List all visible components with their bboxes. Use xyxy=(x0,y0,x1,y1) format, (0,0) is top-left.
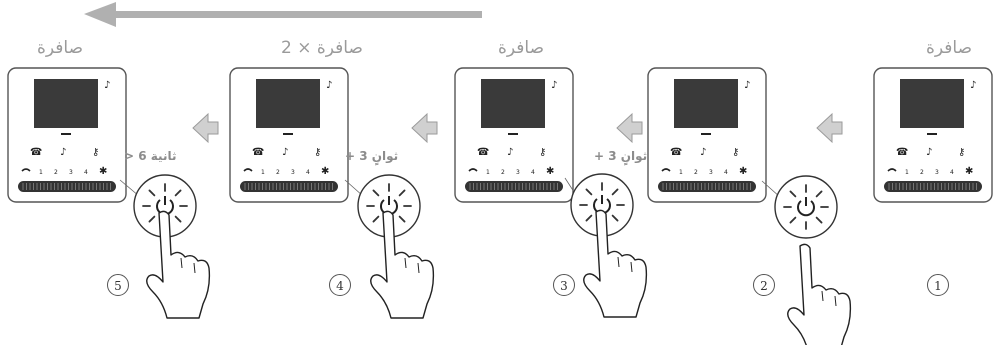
mute-bell-icon: ♪ xyxy=(744,80,750,91)
speaker-grille xyxy=(465,181,563,192)
speaker-grille xyxy=(884,181,982,192)
speaker-grille xyxy=(18,181,116,192)
keypad-row: 1 2 3 4 ✱ xyxy=(887,166,973,177)
intercom-device-step-1: ♪ ☎ ♪ ⚷ 1 2 3 4 ✱ xyxy=(873,67,993,203)
intercom-device-step-2: ♪ ☎ ♪ ⚷ 1 2 3 4 ✱ xyxy=(647,67,767,203)
step-3-title: صافرة xyxy=(498,38,545,58)
handset-icon: ☎ xyxy=(477,147,489,158)
keypad-key-1: 1 xyxy=(486,169,490,176)
handset-icon: ☎ xyxy=(896,147,908,158)
keypad-row: 1 2 3 4 ✱ xyxy=(661,166,747,177)
key-icon: ⚷ xyxy=(732,147,739,158)
mute-bell-icon: ♪ xyxy=(551,80,557,91)
keypad-key-1: 1 xyxy=(905,169,909,176)
keypad-row: 1 2 3 4 ✱ xyxy=(468,166,554,177)
step-2-number: 2 xyxy=(753,274,775,296)
asterisk-icon: ✱ xyxy=(965,166,973,177)
step-4-delay: + 3 ثوانٍ xyxy=(345,149,399,163)
keypad-row: 1 2 3 4 ✱ xyxy=(21,166,107,177)
key-icon: ⚷ xyxy=(958,147,965,158)
key-icon: ⚷ xyxy=(314,147,321,158)
step-4-number: 4 xyxy=(329,274,351,296)
handset-icon: ☎ xyxy=(252,147,264,158)
device-screen xyxy=(34,79,98,128)
keypad-key-3: 3 xyxy=(69,169,73,176)
keypad-key-1: 1 xyxy=(39,169,43,176)
step-arrow-2-3 xyxy=(616,112,643,144)
power-button-callout-step-3 xyxy=(564,173,648,318)
bell-icon: ♪ xyxy=(60,147,66,158)
power-button-callout-step-4 xyxy=(344,174,435,319)
step-arrow-1-2 xyxy=(816,112,843,144)
bell-icon: ♪ xyxy=(926,147,932,158)
step-3-number: 3 xyxy=(553,274,575,296)
keypad-key-4: 4 xyxy=(531,169,535,176)
asterisk-icon: ✱ xyxy=(546,166,554,177)
keypad-key-3: 3 xyxy=(935,169,939,176)
keypad-key-4: 4 xyxy=(950,169,954,176)
intercom-device-step-4: ♪ ☎ ♪ ⚷ 1 2 3 4 ✱ xyxy=(229,67,349,203)
intercom-device-step-3: ♪ ☎ ♪ ⚷ 1 2 3 4 ✱ xyxy=(454,67,574,203)
keypad-key-3: 3 xyxy=(709,169,713,176)
keypad-key-1: 1 xyxy=(261,169,265,176)
step-1-title: صافرة xyxy=(926,38,973,58)
bell-icon: ♪ xyxy=(700,147,706,158)
keypad-key-3: 3 xyxy=(291,169,295,176)
device-screen xyxy=(900,79,964,128)
step-5-title: صافرة xyxy=(37,38,84,58)
sequence-direction-arrow xyxy=(84,2,482,27)
intercom-device-step-5: ♪ ☎ ♪ ⚷ 1 2 3 4 ✱ xyxy=(7,67,127,203)
pointing-hand-icon xyxy=(787,243,852,345)
device-screen xyxy=(256,79,320,128)
keypad-key-4: 4 xyxy=(84,169,88,176)
step-arrow-3-4 xyxy=(411,112,438,144)
step-4-title: 2 × صافرة xyxy=(281,38,363,58)
bell-icon: ♪ xyxy=(507,147,513,158)
keypad-key-2: 2 xyxy=(54,169,58,176)
step-5-delay: > 6 ثانية xyxy=(124,149,177,163)
mute-bell-icon: ♪ xyxy=(326,80,332,91)
mute-bell-icon: ♪ xyxy=(104,80,110,91)
light-rays-icon xyxy=(783,184,829,230)
asterisk-icon: ✱ xyxy=(99,166,107,177)
keypad-key-4: 4 xyxy=(306,169,310,176)
pointing-hand-icon xyxy=(370,210,435,319)
asterisk-icon: ✱ xyxy=(321,166,329,177)
keypad-key-2: 2 xyxy=(501,169,505,176)
power-button-callout-step-5 xyxy=(119,174,211,319)
step-5-number: 5 xyxy=(107,274,129,296)
speaker-grille xyxy=(658,181,756,192)
mute-bell-icon: ♪ xyxy=(970,80,976,91)
key-icon: ⚷ xyxy=(539,147,546,158)
step-arrow-4-5 xyxy=(192,112,219,144)
keypad-key-2: 2 xyxy=(920,169,924,176)
keypad-key-2: 2 xyxy=(694,169,698,176)
keypad-key-4: 4 xyxy=(724,169,728,176)
handset-icon: ☎ xyxy=(30,147,42,158)
step-1-number: 1 xyxy=(927,274,949,296)
key-icon: ⚷ xyxy=(92,147,99,158)
keypad-key-3: 3 xyxy=(516,169,520,176)
speaker-grille xyxy=(240,181,338,192)
step-3-delay: + 3 ثوانٍ xyxy=(594,149,648,163)
pointing-hand-icon xyxy=(146,210,211,319)
keypad-row: 1 2 3 4 ✱ xyxy=(243,166,329,177)
handset-icon: ☎ xyxy=(670,147,682,158)
bell-icon: ♪ xyxy=(282,147,288,158)
power-button-callout-step-2 xyxy=(761,175,852,345)
asterisk-icon: ✱ xyxy=(739,166,747,177)
device-screen xyxy=(481,79,545,128)
power-icon xyxy=(797,197,815,217)
pointing-hand-icon xyxy=(583,209,648,318)
step-arrows xyxy=(192,112,843,144)
keypad-key-1: 1 xyxy=(679,169,683,176)
keypad-key-2: 2 xyxy=(276,169,280,176)
device-screen xyxy=(674,79,738,128)
